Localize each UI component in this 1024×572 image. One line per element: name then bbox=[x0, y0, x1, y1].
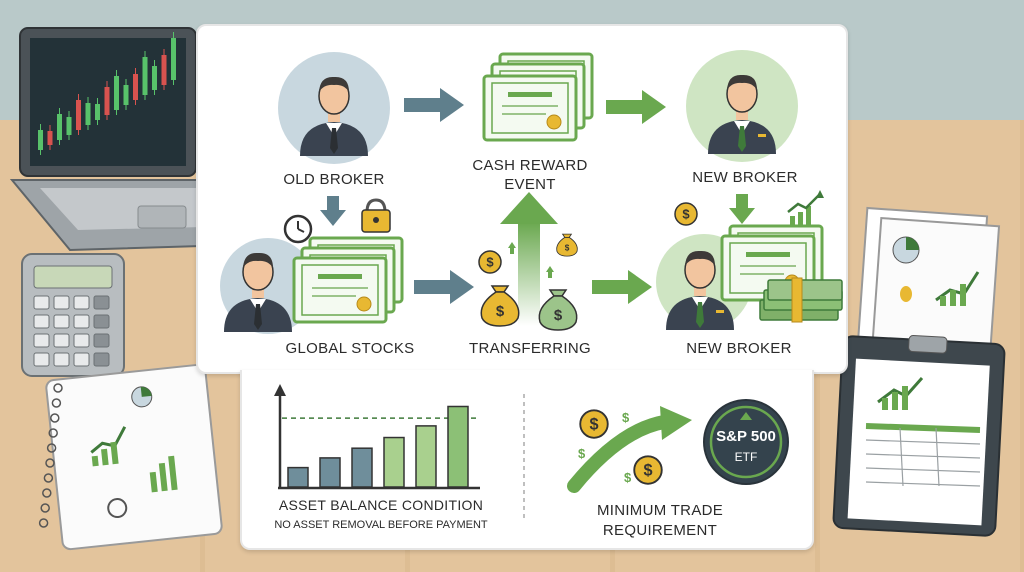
calculator-key bbox=[73, 295, 90, 310]
spiral-ring bbox=[53, 383, 63, 393]
calculator-key bbox=[53, 333, 70, 348]
chart-bar bbox=[447, 405, 469, 488]
spiral-ring bbox=[50, 413, 60, 423]
calculator-icon bbox=[21, 253, 125, 377]
transfer-up-arrow-icon bbox=[500, 192, 558, 326]
cash-stack-icon bbox=[759, 277, 843, 323]
old-broker-avatar-icon bbox=[278, 52, 390, 164]
coin-icon bbox=[633, 455, 663, 485]
arrow-down-green-icon bbox=[729, 194, 755, 224]
growth-curve-arrow-icon bbox=[567, 406, 692, 493]
transferring-label: TRANSFERRING bbox=[469, 340, 591, 357]
calculator-key bbox=[33, 314, 50, 329]
table-row-line bbox=[865, 423, 981, 433]
table-row-line bbox=[865, 439, 981, 445]
new-broker-bottom-label: NEW BROKER bbox=[686, 340, 792, 357]
global-stocks-avatar-icon bbox=[220, 238, 316, 334]
spiral-ring bbox=[45, 458, 55, 468]
asset-balance-bar-chart bbox=[274, 384, 480, 490]
calculator-key bbox=[93, 352, 110, 367]
etf-label-line1: S&P 500 bbox=[716, 428, 776, 445]
chart-bar bbox=[415, 425, 437, 488]
lock-icon bbox=[361, 198, 391, 233]
svg-text:$: $ bbox=[578, 446, 586, 461]
new-broker-avatar-icon bbox=[686, 50, 798, 162]
chart-bar bbox=[383, 436, 405, 488]
calculator-key bbox=[33, 352, 50, 367]
chart-bar bbox=[319, 457, 341, 488]
min-trade-label-line2: REQUIREMENT bbox=[602, 522, 718, 539]
table-row-line bbox=[865, 481, 981, 487]
coin-icon bbox=[579, 409, 609, 439]
etf-badge-icon bbox=[703, 399, 789, 485]
notebook-icon bbox=[38, 363, 223, 551]
cash-reward-label-line2: EVENT bbox=[504, 176, 556, 193]
clipboard-icon bbox=[832, 335, 1006, 537]
min-trade-label-line1: MINIMUM TRADE bbox=[596, 502, 724, 519]
arrow-right-icon bbox=[414, 270, 474, 304]
table-col-line bbox=[899, 427, 904, 487]
arrow-right-green-icon bbox=[606, 90, 666, 124]
spiral-ring bbox=[46, 443, 57, 453]
clock-icon bbox=[283, 214, 313, 244]
growth-chart-icon bbox=[787, 190, 824, 226]
chart-bar bbox=[351, 447, 373, 488]
spiral-ring bbox=[42, 488, 52, 498]
arrow-down-icon bbox=[320, 196, 346, 226]
chart-bar bbox=[287, 466, 309, 488]
svg-text:$: $ bbox=[624, 470, 632, 485]
calculator-key bbox=[93, 314, 110, 329]
arrow-right-icon bbox=[404, 88, 464, 122]
calculator-key bbox=[53, 295, 70, 310]
asset-balance-title: ASSET BALANCE CONDITION bbox=[278, 497, 484, 513]
asset-balance-subtitle: NO ASSET REMOVAL BEFORE PAYMENT bbox=[274, 519, 488, 531]
calculator-key bbox=[93, 333, 110, 348]
calculator-key bbox=[73, 314, 90, 329]
calculator-key bbox=[93, 295, 110, 310]
table-row-line bbox=[865, 467, 981, 473]
arrow-right-green-icon bbox=[592, 270, 652, 304]
table-row-line bbox=[865, 453, 981, 459]
calculator-key bbox=[73, 333, 90, 348]
calculator-key bbox=[33, 333, 50, 348]
spiral-ring bbox=[43, 473, 54, 483]
spiral-ring bbox=[38, 518, 49, 528]
svg-text:$: $ bbox=[622, 410, 630, 425]
new-broker-top-label: NEW BROKER bbox=[692, 169, 798, 186]
cash-reward-label-line1: CASH REWARD bbox=[472, 157, 588, 174]
calculator-key bbox=[33, 295, 50, 310]
spiral-ring bbox=[51, 398, 62, 408]
etf-label-line2: ETF bbox=[734, 450, 758, 464]
calculator-key bbox=[73, 352, 90, 367]
calculator-key bbox=[53, 352, 70, 367]
table-col-line bbox=[935, 427, 940, 487]
report-document-icon bbox=[855, 206, 1001, 376]
spiral-ring bbox=[40, 503, 50, 513]
calculator-key bbox=[53, 314, 70, 329]
old-broker-label: OLD BROKER bbox=[283, 171, 385, 188]
global-stocks-label: GLOBAL STOCKS bbox=[285, 340, 415, 357]
spiral-ring bbox=[48, 428, 58, 438]
